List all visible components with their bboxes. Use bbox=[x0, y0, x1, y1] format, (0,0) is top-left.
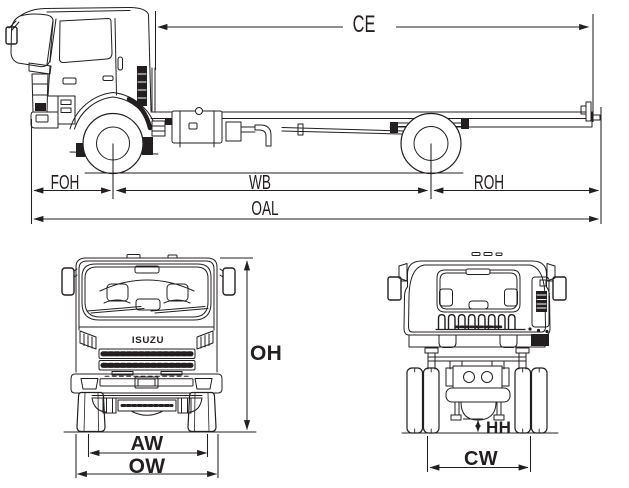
rear-view-drawing bbox=[387, 252, 567, 434]
dim-label-hh: HH bbox=[486, 418, 512, 437]
dim-label-oh: OH bbox=[250, 342, 283, 365]
grille-brand-text: ISUZU bbox=[131, 335, 165, 346]
rear-view-dimensions bbox=[426, 418, 532, 472]
dim-label-wb: WB bbox=[249, 172, 271, 194]
front-view-dimensions bbox=[75, 257, 253, 478]
dim-label-foh: FOH bbox=[50, 172, 80, 194]
dim-label-ow: OW bbox=[128, 455, 166, 478]
dim-label-aw: AW bbox=[130, 433, 164, 455]
side-view-dimensions bbox=[30, 11, 602, 224]
dim-label-roh: ROH bbox=[473, 172, 505, 194]
dim-label-oal: OAL bbox=[251, 198, 279, 220]
side-view-drawing bbox=[5, 7, 601, 175]
dim-label-cw: CW bbox=[464, 448, 498, 470]
dim-label-ce: CE bbox=[352, 11, 376, 38]
front-view-drawing bbox=[61, 254, 257, 433]
